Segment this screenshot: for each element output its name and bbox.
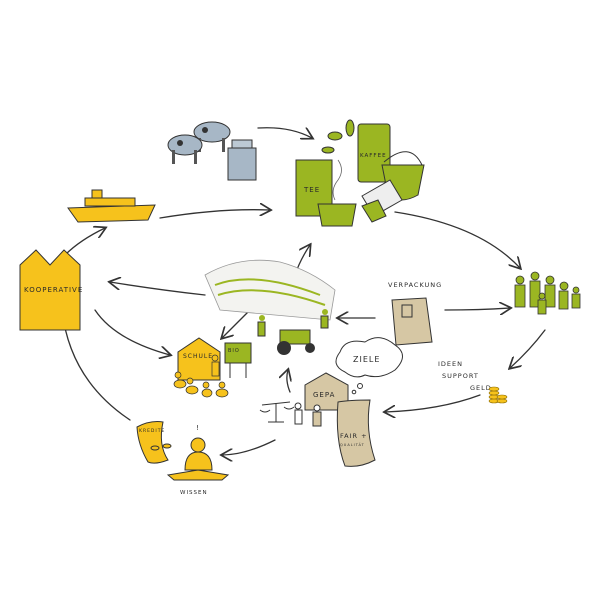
arrow-gepa-to-tractor [287, 370, 290, 393]
chocolate-bar-icon [361, 179, 403, 223]
arrow-ship-to-products [159, 210, 270, 219]
arrow-farm-to-schule [222, 309, 251, 338]
consumers-group-icon [514, 271, 581, 315]
fair-label: FAIR + [340, 432, 368, 440]
tractor-icon [277, 329, 315, 355]
kredite-label: KREDITE [139, 428, 165, 434]
blackboard-icon: BIO [224, 342, 252, 378]
credit-document: KREDITE [136, 421, 172, 464]
kooperative-label: KOOPERATIVE [24, 286, 83, 294]
arrow-kooperative-to-ship [64, 228, 105, 256]
gepa-label: GEPA [313, 391, 335, 399]
arrow-people-to-ideen [510, 329, 546, 368]
arrow-kooperative-to-schule [94, 309, 170, 355]
arrow-farm-to-kooperative [110, 282, 206, 296]
arrow-products-to-people [394, 211, 520, 268]
coins-icon [488, 386, 508, 404]
verpackung-label: VERPACKUNG [388, 281, 442, 289]
qualitaet-label: QUALITÄT [340, 442, 365, 447]
milk-can-icon [227, 139, 257, 181]
arrow-geld-to-gepa [385, 394, 481, 412]
scale-icon [259, 401, 295, 423]
schule-label: SCHULE [183, 353, 213, 360]
tee-label: TEE [303, 186, 320, 194]
school-house: SCHULE [177, 337, 221, 381]
reader-with-book-icon: ! [166, 424, 230, 481]
arrow-cows-to-products [257, 127, 312, 138]
exclaim-mark: ! [196, 424, 200, 432]
cows-icon [167, 121, 231, 164]
gepa-people-icon [294, 402, 322, 427]
goals-thought-cloud: ZIELE [335, 337, 403, 395]
ziele-label: ZIELE [353, 355, 380, 364]
ideen-label: IDEEN [438, 360, 463, 368]
children-icon [173, 354, 229, 398]
wissen-label: WISSEN [180, 490, 208, 496]
cargo-ship-icon [67, 189, 156, 223]
arrow-verpackung-to-people [444, 308, 510, 310]
geld-label: GELD [470, 384, 492, 392]
support-label: SUPPORT [442, 372, 479, 380]
fair-quality-scroll: FAIR + QUALITÄT [336, 399, 376, 467]
tea-plantation-field [204, 259, 336, 337]
arrow-gepa-to-wissen [222, 439, 276, 455]
kaffee-label: KAFFEE [360, 153, 387, 159]
board-label: BIO [228, 348, 240, 354]
kooperative-house: KOOPERATIVE [19, 249, 83, 331]
packaging-box-icon [391, 297, 433, 346]
flow-arrows [62, 127, 546, 455]
tea-leaves-icon [321, 119, 355, 154]
coffee-cup-icon [317, 159, 357, 227]
